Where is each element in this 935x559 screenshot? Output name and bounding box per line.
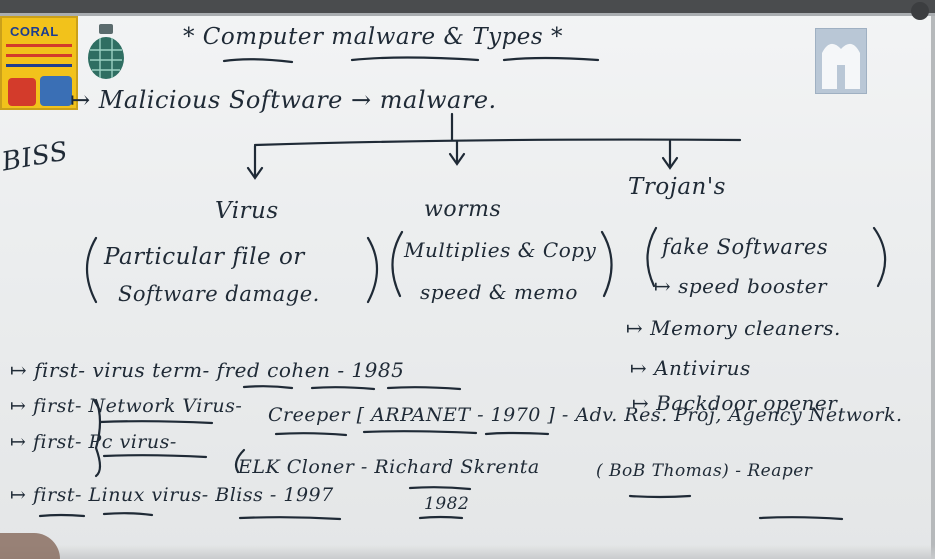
virus-heading: Virus <box>215 198 279 224</box>
underline-1982 <box>418 515 464 520</box>
coral-logo-text: CORAL <box>10 24 59 39</box>
worms-desc-1: Multiplies & Copy <box>404 238 597 262</box>
trojan-desc-3: ↦ Memory cleaners. <box>626 316 841 340</box>
virus-desc-2: Software damage. <box>118 282 320 306</box>
worms-heading: worms <box>424 197 502 222</box>
building-logo-icon <box>815 28 867 94</box>
first-virus-term-line: ↦ first- virus term- fred cohen - 1985 <box>10 358 405 382</box>
underline-pc <box>102 454 208 459</box>
bracket-worms-right <box>600 230 613 298</box>
first-linux-line: ↦ first- Linux virus- Bliss - 1997 <box>10 484 334 506</box>
trojans-heading: Trojan's <box>628 174 726 200</box>
bracket-worms-left <box>391 230 404 298</box>
trojan-desc-2: ↦ speed booster <box>654 274 828 298</box>
bracket-trojan-right <box>872 226 887 288</box>
underline-arpanet <box>362 430 478 435</box>
board-top-frame <box>0 0 935 16</box>
board-title: * Computer malware & Types * <box>183 24 564 50</box>
grenade-logo-icon <box>88 24 124 79</box>
elk-cloner-line: ELK Cloner - Richard Skrenta <box>238 456 540 478</box>
arrow-worms-head <box>448 152 466 166</box>
underline-bliss <box>238 516 342 521</box>
bob-thomas-line: ( BoB Thomas) - Reaper <box>596 461 813 481</box>
title-underline-1 <box>222 58 294 64</box>
presenter-hand <box>0 533 60 559</box>
trojan-desc-1: fake Softwares <box>662 235 829 259</box>
underline-1985 <box>386 386 462 391</box>
underline-1970 <box>484 431 550 436</box>
board-right-frame <box>931 16 935 559</box>
bracket-virus-right <box>366 236 378 304</box>
tree-branch <box>253 138 742 147</box>
malicious-line: ↦ Malicious Software → malware. <box>70 86 497 114</box>
creeper-line: Creeper [ ARPANET - 1970 ] - Adv. Res. P… <box>268 404 903 426</box>
underline-network <box>98 420 214 425</box>
underline-linux <box>102 512 154 517</box>
underline-first <box>38 513 86 518</box>
underline-fred <box>242 385 294 390</box>
underline-cohen <box>310 386 376 391</box>
board-bottom-shadow <box>0 545 935 559</box>
underline-richard <box>408 486 472 491</box>
title-underline-3 <box>502 56 600 62</box>
trojan-desc-4: ↦ Antivirus <box>630 356 751 380</box>
virus-desc-1: Particular file or <box>104 244 305 270</box>
first-pc-line: ↦ first- Pc virus- <box>10 431 177 453</box>
coral-logo: CORAL <box>0 16 78 110</box>
underline-bob <box>628 494 692 499</box>
trojan-desc-5: ↦ Backdoor opener <box>632 391 838 415</box>
bracket-virus-left <box>86 236 98 304</box>
title-underline-2 <box>350 56 480 62</box>
biss-label: BISS <box>0 136 71 178</box>
arrow-virus-head <box>246 166 264 180</box>
underline-reaper <box>758 516 844 521</box>
year-1982: 1982 <box>424 494 470 514</box>
arrow-trojan-head <box>661 156 679 170</box>
underline-creeper <box>274 432 348 437</box>
board-corner-cap <box>911 2 929 20</box>
worms-desc-2: speed & memo <box>420 280 578 304</box>
first-network-line: ↦ first- Network Virus- <box>10 395 243 417</box>
